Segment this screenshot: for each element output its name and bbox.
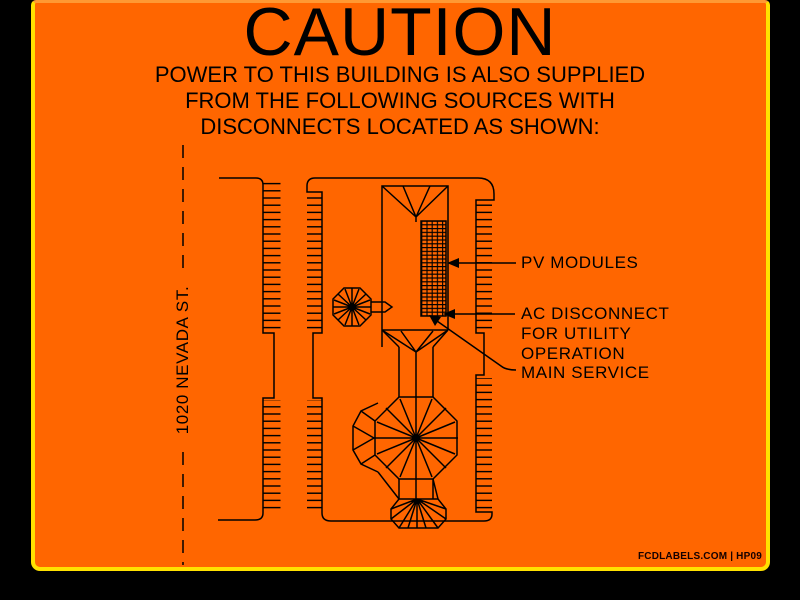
subtitle-line-1: POWER TO THIS BUILDING IS ALSO SUPPLIED [154,62,646,87]
ac-disconnect-line-3: OPERATION [521,344,626,363]
roof-octagon [352,396,458,500]
street-name-label: 1020 NEVADA ST. [173,285,192,435]
outer-wall-hatch-upper [263,181,281,330]
ac-arrowhead-icon [443,309,455,319]
ac-disconnect-callout: AC DISCONNECT FOR UTILITY OPERATION [521,304,670,364]
tree-connector [371,301,394,313]
building-outline [381,185,449,397]
pv-arrowhead-icon [447,258,459,268]
subtitle-line-2: FROM THE FOLLOWING SOURCES WITH [185,88,615,113]
roof-west-wing [352,402,379,473]
lot-boundary [306,177,495,522]
subtitle-line-3: DISCONNECTS LOCATED AS SHOWN: [200,114,600,139]
ac-disconnect-line-1: AC DISCONNECT [521,304,670,323]
lot-right-hatch-upper [476,202,492,330]
pv-modules-callout: PV MODULES [521,253,639,272]
main-arrowhead-icon [429,315,441,326]
brand-mark: FCDLABELS.COM | HP09 [637,551,762,562]
outer-wall-hatch-lower [263,400,281,513]
main-leader-line [436,320,517,371]
main-service-callout: MAIN SERVICE [521,363,650,382]
caution-title: CAUTION [243,0,557,70]
pv-array [420,220,447,317]
lot-right-hatch-lower [476,378,492,511]
tree-center-dot [348,303,356,311]
ac-disconnect-line-2: FOR UTILITY [521,324,632,343]
service-block [390,478,447,529]
tree-octagon [332,287,394,327]
lot-left-hatch-lower [307,400,322,511]
lot-left-hatch-upper [307,194,322,330]
outer-wall [218,177,281,521]
